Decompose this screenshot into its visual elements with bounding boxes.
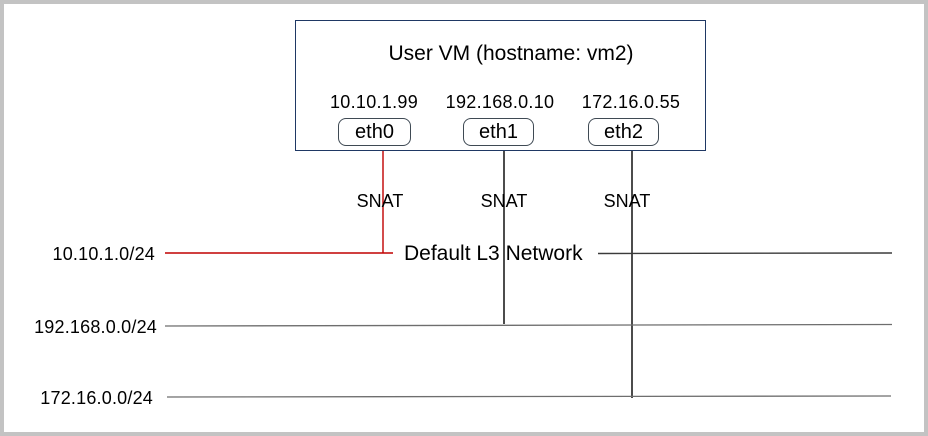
eth2-ip-label: 172.16.0.55 bbox=[581, 92, 681, 112]
eth0-interface-box: eth0 bbox=[338, 118, 411, 146]
default-l3-network-line-right bbox=[597, 252, 893, 255]
network-cidr-label-3: 172.16.0.0/24 bbox=[40, 388, 153, 408]
eth1-interface-box: eth1 bbox=[463, 118, 534, 146]
eth0-snat-label: SNAT bbox=[356, 191, 404, 211]
eth1-interface-label: eth1 bbox=[479, 120, 518, 143]
user-vm-title: User VM (hostname: vm2) bbox=[388, 42, 634, 65]
eth1-snat-label: SNAT bbox=[480, 191, 528, 211]
eth2-interface-label: eth2 bbox=[604, 120, 643, 143]
default-l3-network-label: Default L3 Network bbox=[404, 242, 583, 265]
eth0-interface-label: eth0 bbox=[355, 120, 394, 143]
eth1-ip-label: 192.168.0.10 bbox=[445, 92, 555, 112]
eth2-interface-box: eth2 bbox=[588, 118, 659, 146]
eth2-snat-label: SNAT bbox=[603, 191, 651, 211]
network-172-16-0-0-line bbox=[166, 395, 892, 398]
network-cidr-label-2: 192.168.0.0/24 bbox=[34, 317, 157, 337]
eth0-ip-label: 10.10.1.99 bbox=[329, 92, 419, 112]
network-cidr-label-1: 10.10.1.0/24 bbox=[52, 244, 155, 264]
network-192-168-0-0-line bbox=[164, 323, 893, 327]
